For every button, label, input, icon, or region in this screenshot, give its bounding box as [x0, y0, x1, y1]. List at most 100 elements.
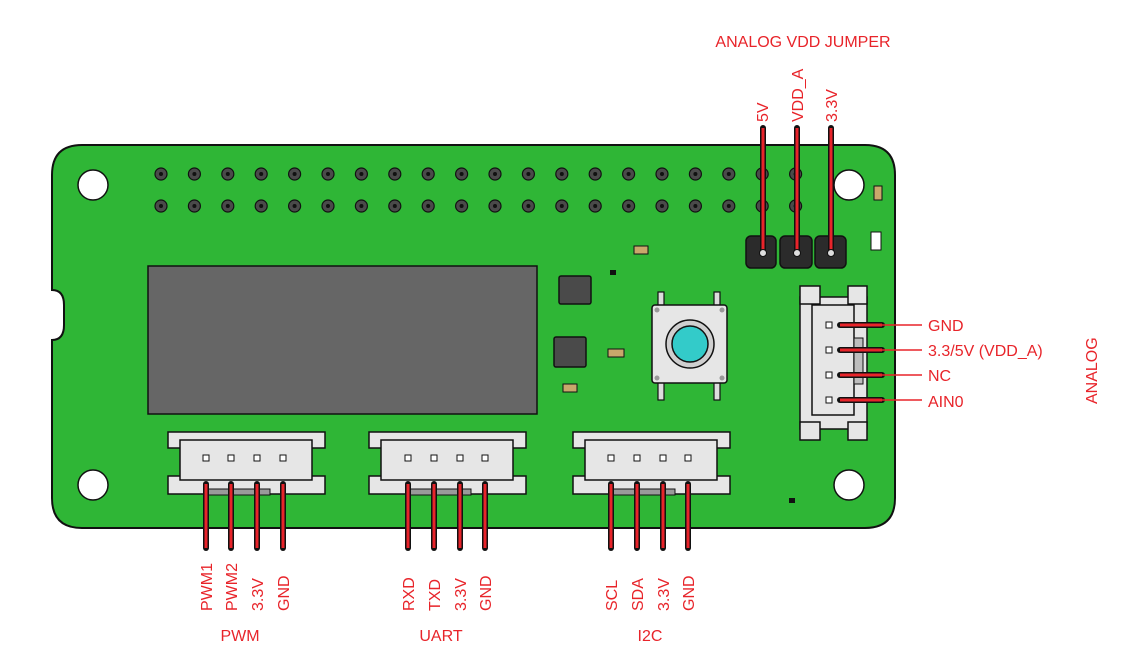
mounting-hole-icon: [77, 169, 109, 201]
header-pin-hole: [225, 172, 230, 176]
uart-pin-label-1: RXD: [401, 577, 418, 611]
mounting-holes: [77, 169, 865, 501]
connector-pin-icon: [227, 454, 235, 462]
connector-body: [584, 439, 718, 481]
header-pin-hole: [559, 172, 564, 176]
header-pin-hole: [225, 204, 230, 208]
smd-resistor: [873, 185, 883, 201]
analog-pin-icon: [825, 371, 833, 379]
header-pin-hole: [593, 172, 598, 176]
smd-part: [610, 270, 616, 275]
analog-title: ANALOG: [1084, 337, 1101, 404]
header-pin-hole: [326, 204, 330, 208]
header-pin-hole: [526, 204, 531, 208]
uart-title: UART: [419, 628, 462, 645]
connector-pin-icon: [404, 454, 412, 462]
header-pin-hole: [626, 172, 631, 176]
header-pin-hole: [559, 204, 564, 208]
header-pin-hole: [326, 172, 330, 176]
pwm-pin-label-1: PWM1: [199, 563, 216, 611]
i2c-pin-label-3: 3.3V: [656, 578, 673, 611]
header-pin-hole: [159, 204, 163, 208]
jumper-pin-label-5v: 5V: [755, 102, 772, 122]
smd-resistor: [562, 383, 578, 393]
connector-latch: [205, 488, 271, 496]
header-pin-hole: [259, 204, 264, 208]
uart-pin-label-3: 3.3V: [453, 578, 470, 611]
pwm-pin-label-4: GND: [276, 575, 293, 611]
connector-pin-icon: [253, 454, 261, 462]
jumper-title: ANALOG VDD JUMPER: [715, 34, 890, 51]
analog-pin-label-vdd: 3.3/5V (VDD_A): [928, 343, 1043, 360]
header-pin-hole: [526, 172, 531, 176]
pwm-pin-label-2: PWM2: [224, 563, 241, 611]
header-pin-hole: [459, 172, 464, 176]
uart-pin-label-4: GND: [478, 575, 495, 611]
jumper-pin-label-3v3: 3.3V: [824, 89, 841, 122]
jumper-pin-icon: [793, 249, 801, 257]
header-pin-hole: [726, 172, 731, 176]
connector-pin-icon: [659, 454, 667, 462]
analog-pin-icon: [825, 396, 833, 404]
i2c-pin-label-1: SCL: [604, 580, 621, 611]
header-pin-hole: [693, 204, 698, 208]
header-pin-hole: [626, 204, 631, 208]
smd-resistor: [607, 348, 625, 358]
uart-pin-label-2: TXD: [427, 579, 444, 611]
push-button-icon: [651, 291, 728, 401]
connector-pin-icon: [430, 454, 438, 462]
connector-body: [179, 439, 313, 481]
bottom-connectors: [167, 431, 731, 551]
mounting-hole-icon: [833, 169, 865, 201]
header-pin-hole: [593, 204, 598, 208]
header-pin-hole: [493, 172, 497, 176]
header-pin-hole: [392, 204, 397, 208]
analog-leads: [825, 321, 922, 404]
header-pin-hole: [192, 204, 197, 208]
smd-part: [789, 498, 795, 503]
analog-connector: [799, 285, 868, 441]
header-pin-hole: [392, 172, 397, 176]
header-pin-hole: [359, 172, 364, 176]
connector-pin-icon: [279, 454, 287, 462]
smd-led: [870, 231, 882, 251]
jumper-pins: [759, 125, 835, 257]
pwm-title: PWM: [220, 628, 259, 645]
ic-chip: [558, 275, 592, 305]
connector-pin-icon: [202, 454, 210, 462]
header-pin-hole: [359, 204, 364, 208]
smd-resistor: [633, 245, 649, 255]
connector-body: [380, 439, 514, 481]
header-pin-hole: [192, 172, 197, 176]
pwm-pin-label-3: 3.3V: [250, 578, 267, 611]
connector-pin-icon: [684, 454, 692, 462]
jumper-pin-label-vdd-a: VDD_A: [790, 68, 807, 122]
i2c-pin-label-4: GND: [681, 575, 698, 611]
header-pin-hole: [726, 204, 731, 208]
i2c-title: I2C: [638, 628, 663, 645]
header-pin-hole: [660, 204, 664, 208]
header-pin-hole: [426, 172, 431, 176]
jumper-pin-icon: [827, 249, 835, 257]
header-pin-hole: [292, 172, 297, 176]
mounting-hole-icon: [77, 469, 109, 501]
connector-pin-icon: [481, 454, 489, 462]
header-pin-hole: [426, 204, 431, 208]
analog-pin-icon: [825, 346, 833, 354]
header-pin-hole: [660, 172, 664, 176]
analog-pin-icon: [825, 321, 833, 329]
mounting-hole-icon: [833, 469, 865, 501]
analog-pin-label-nc: NC: [928, 368, 951, 385]
analog-pin-label-ain0: AIN0: [928, 394, 964, 411]
connector-pin-icon: [456, 454, 464, 462]
i2c-pin-label-2: SDA: [630, 578, 647, 611]
header-pin-hole: [159, 172, 163, 176]
header-pin-hole: [459, 204, 464, 208]
jumper-pin-icon: [759, 249, 767, 257]
display-module: [147, 265, 538, 415]
ic-chip: [553, 336, 587, 368]
header-pin-hole: [693, 172, 698, 176]
connector-pin-icon: [633, 454, 641, 462]
header-pin-hole: [292, 204, 297, 208]
